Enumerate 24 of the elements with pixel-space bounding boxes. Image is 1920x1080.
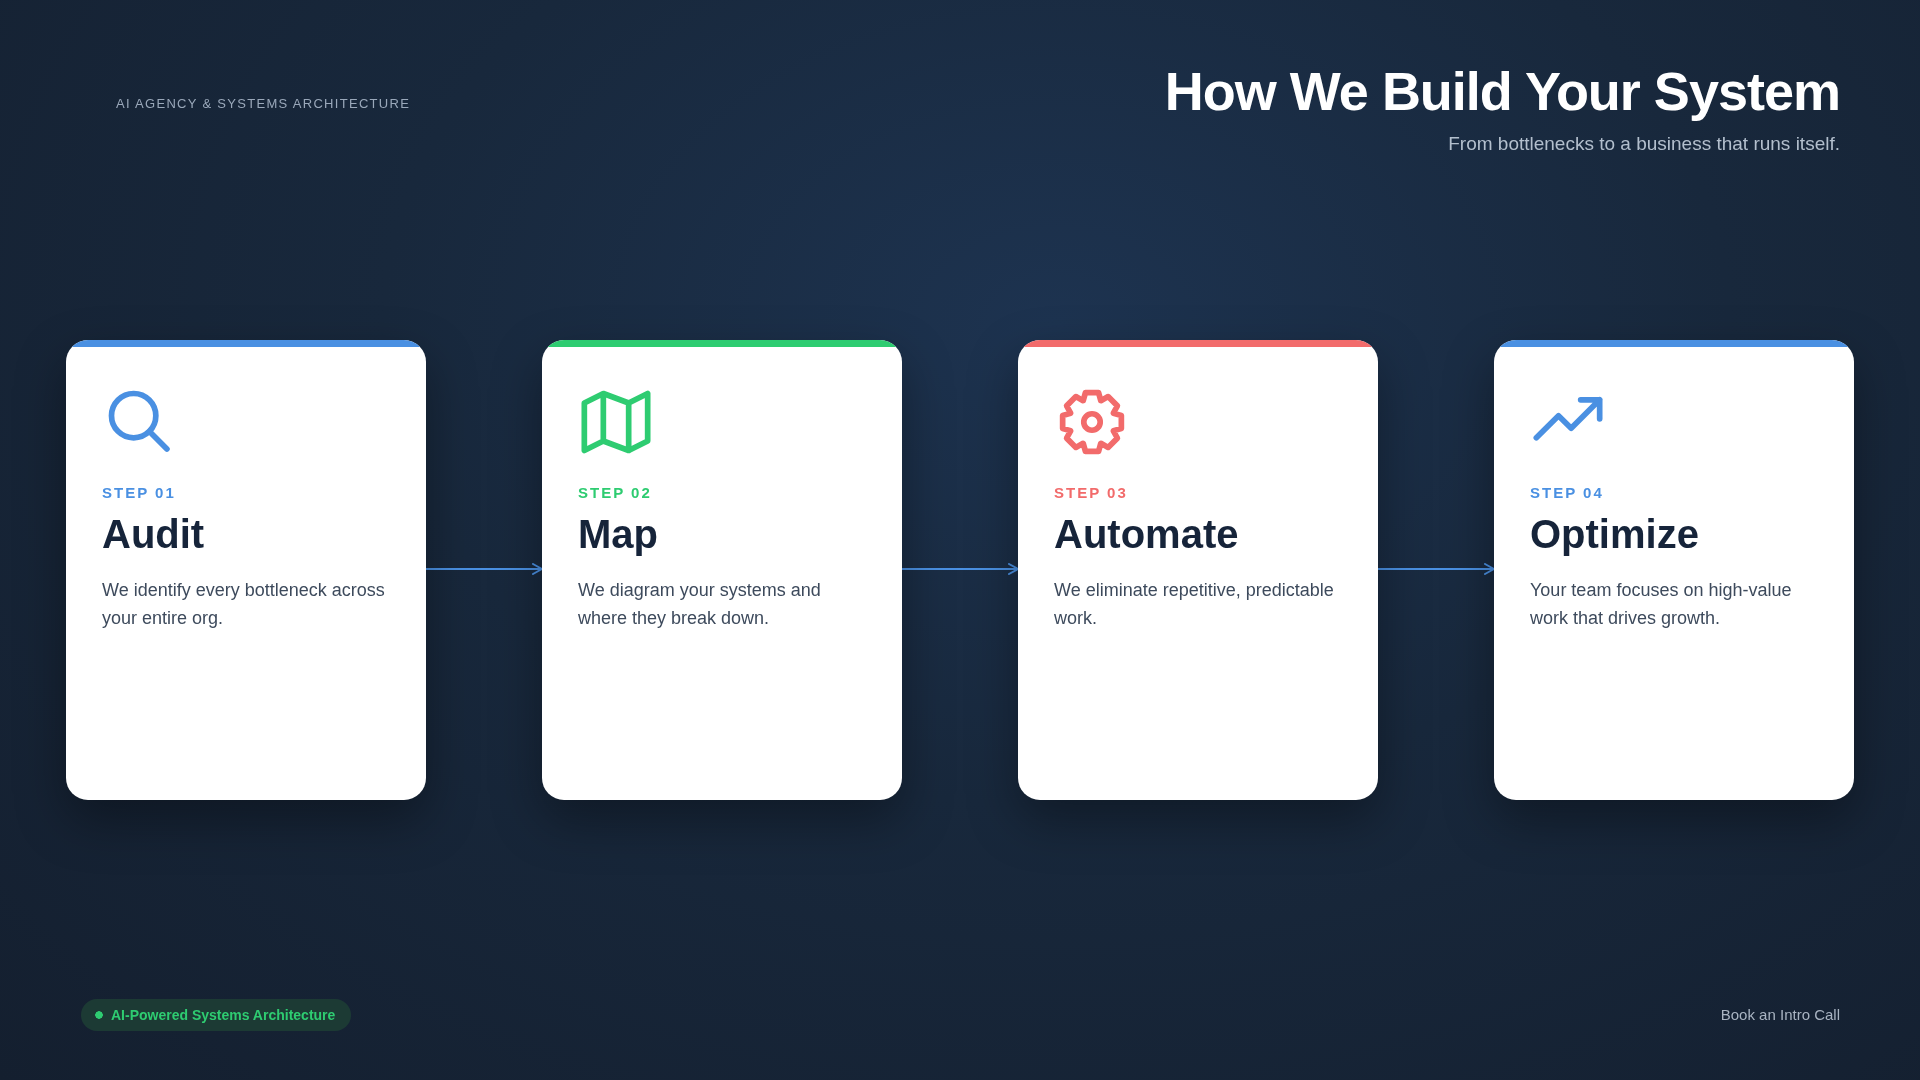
step-title: Optimize (1530, 512, 1699, 557)
step-number: STEP 04 (1530, 484, 1604, 501)
subtitle: From bottlenecks to a business that runs itself. (1448, 133, 1840, 155)
arrow (1378, 563, 1495, 575)
step-description: Your team focuses on high-value work that drives growth. (1530, 579, 1793, 630)
step-title: Map (578, 512, 658, 557)
step-description: We eliminate repetitive, predictable work. (1054, 579, 1335, 630)
status-pill: AI-Powered Systems Architecture (81, 999, 352, 1031)
footer-link: Book an Intro Call (1720, 1006, 1840, 1023)
arrow (902, 563, 1019, 575)
step-card (66, 340, 426, 800)
page-title: How We Build Your System (1164, 60, 1840, 122)
step-card (1018, 340, 1378, 800)
step-number: STEP 01 (102, 484, 176, 501)
tagline: AI AGENCY & SYSTEMS ARCHITECTURE (116, 96, 411, 111)
arrow (426, 563, 543, 575)
step-card (1494, 340, 1854, 800)
step-number: STEP 02 (578, 484, 652, 501)
step-title: Automate (1054, 512, 1239, 557)
step-number: STEP 03 (1054, 484, 1128, 501)
step-title: Audit (102, 512, 205, 557)
step-description: We identify every bottleneck across your entire org. (102, 579, 386, 630)
step-description: We diagram your systems and where they break down. (578, 579, 822, 630)
step-card (542, 340, 902, 800)
